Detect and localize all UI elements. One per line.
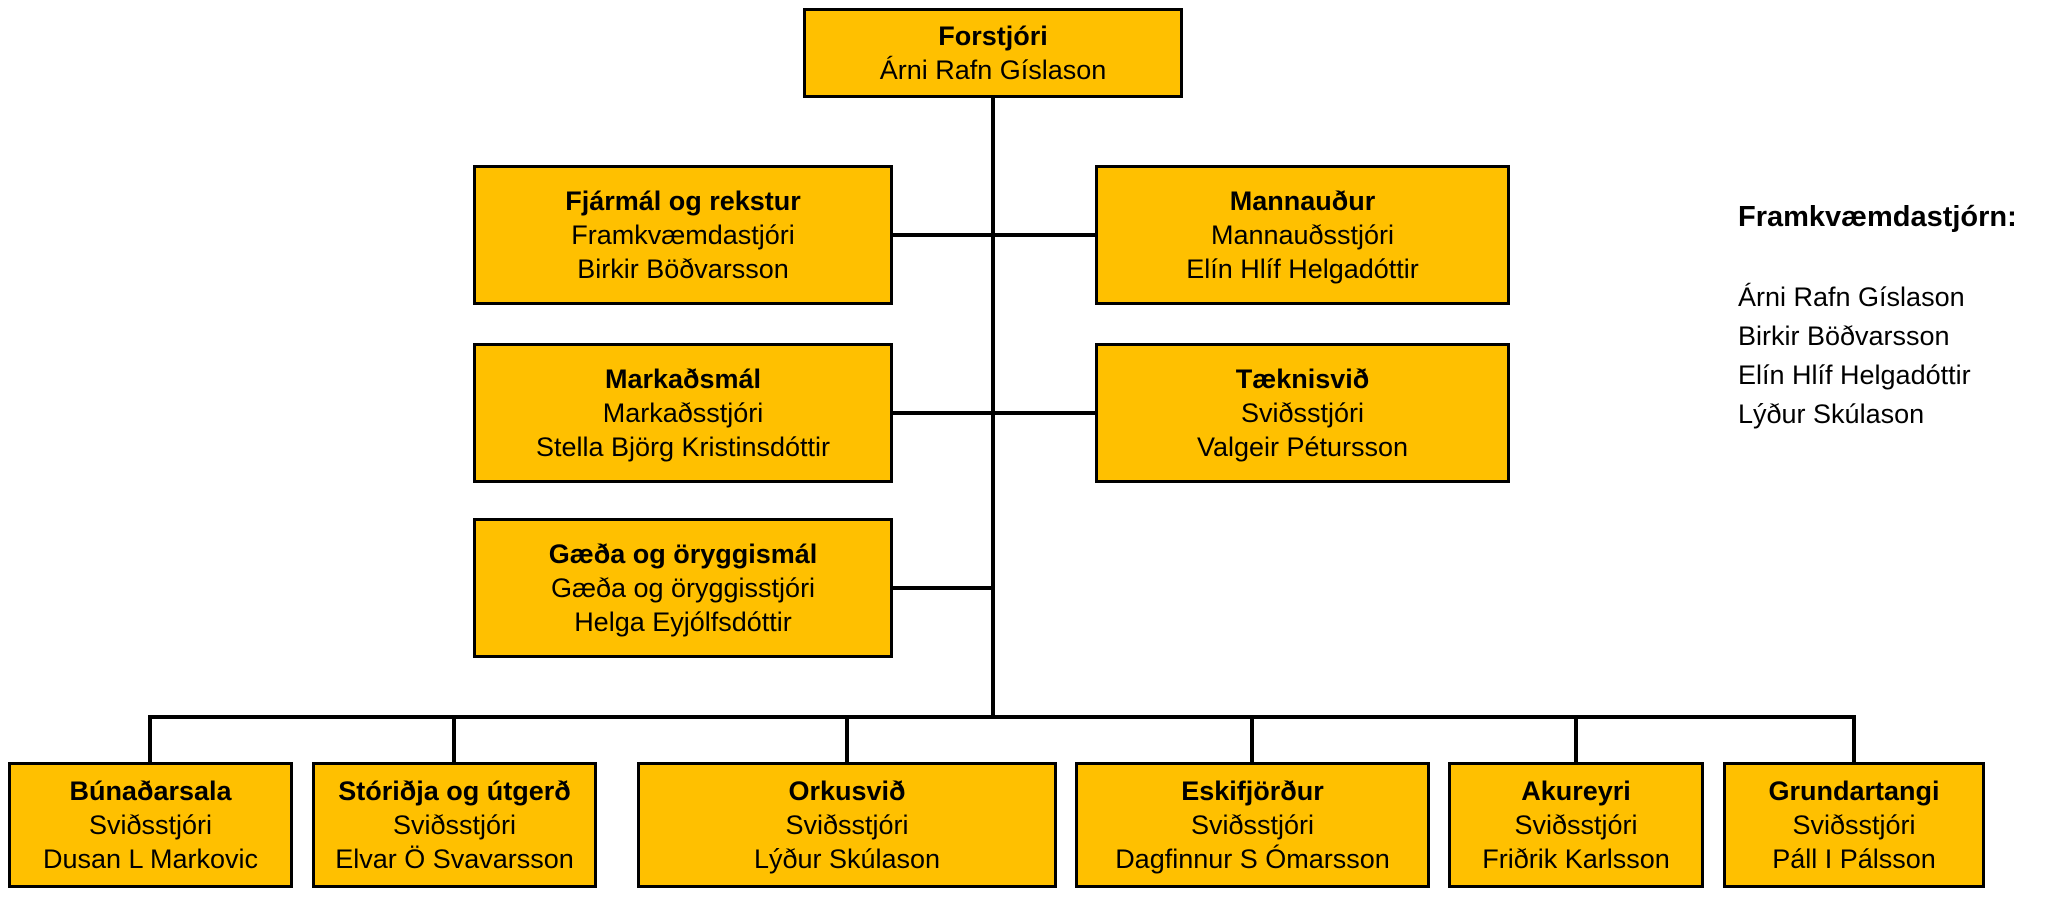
node-role: Framkvæmdastjóri <box>571 220 795 250</box>
node-role: Sviðsstjóri <box>1792 810 1916 840</box>
connector-row1-horizontal <box>893 233 1095 237</box>
node-title: Fjármál og rekstur <box>565 186 801 216</box>
node-forstjori: Forstjóri Árni Rafn Gíslason <box>803 8 1183 98</box>
node-person: Valgeir Pétursson <box>1196 432 1409 462</box>
node-orkusvid: Orkusvið Sviðsstjóri Lýður Skúlason <box>637 762 1057 888</box>
node-title: Grundartangi <box>1768 776 1940 806</box>
node-person: Elvar Ö Svavarsson <box>335 844 574 874</box>
executive-board-member: Birkir Böðvarsson <box>1738 321 1950 351</box>
node-role: Sviðsstjóri <box>1190 810 1315 840</box>
connector-stub-akureyri <box>1574 715 1578 762</box>
node-markadsmal: Markaðsmál Markaðsstjóri Stella Björg Kr… <box>473 343 893 483</box>
node-grundartangi: Grundartangi Sviðsstjóri Páll I Pálsson <box>1723 762 1985 888</box>
node-title: Orkusvið <box>788 776 906 806</box>
node-person: Birkir Böðvarsson <box>577 254 789 284</box>
node-title: Búnaðarsala <box>69 776 232 806</box>
executive-board-member: Árni Rafn Gíslason <box>1738 282 1965 312</box>
node-title: Akureyri <box>1521 776 1631 806</box>
node-storidja-og-utgerd: Stóriðja og útgerð Sviðsstjóri Elvar Ö S… <box>312 762 597 888</box>
node-person: Friðrik Karlsson <box>1482 844 1670 874</box>
node-title: Eskifjörður <box>1181 776 1324 806</box>
node-fjarmal-og-rekstur: Fjármál og rekstur Framkvæmdastjóri Birk… <box>473 165 893 305</box>
connector-stub-storidja <box>452 715 456 762</box>
node-bunadarsala: Búnaðarsala Sviðsstjóri Dusan L Markovic <box>8 762 293 888</box>
executive-board-heading: Framkvæmdastjórn: <box>1738 201 2017 233</box>
node-title: Gæða og öryggismál <box>548 539 818 569</box>
node-person: Helga Eyjólfsdóttir <box>574 607 792 637</box>
connector-row3-horizontal <box>893 586 993 590</box>
node-role: Sviðsstjóri <box>88 810 213 840</box>
node-person: Lýður Skúlason <box>753 844 941 874</box>
node-title: Markaðsmál <box>604 364 762 394</box>
node-taeknisvid: Tæknisvið Sviðsstjóri Valgeir Pétursson <box>1095 343 1510 483</box>
node-mannaudur: Mannauður Mannauðsstjóri Elín Hlíf Helga… <box>1095 165 1510 305</box>
node-title: Tæknisvið <box>1235 364 1370 394</box>
node-person: Dagfinnur S Ómarsson <box>1115 844 1390 874</box>
executive-board-panel: Framkvæmdastjórn: Árni Rafn Gíslason Bir… <box>1738 200 2044 434</box>
executive-board-member: Lýður Skúlason <box>1738 399 1925 429</box>
node-role: Sviðsstjóri <box>392 810 517 840</box>
node-eskifjordur: Eskifjörður Sviðsstjóri Dagfinnur S Ómar… <box>1075 762 1430 888</box>
node-role: Mannauðsstjóri <box>1210 220 1395 250</box>
connector-bottom-horizontal <box>148 715 1856 719</box>
node-title: Forstjóri <box>938 21 1048 51</box>
node-akureyri: Akureyri Sviðsstjóri Friðrik Karlsson <box>1448 762 1704 888</box>
connector-stub-grundartangi <box>1852 715 1856 762</box>
node-role: Sviðsstjóri <box>785 810 909 840</box>
connector-stub-orkusvid <box>845 715 849 762</box>
node-role: Gæða og öryggisstjóri <box>550 573 816 603</box>
node-person: Dusan L Markovic <box>42 844 259 874</box>
node-role: Markaðsstjóri <box>602 398 764 428</box>
node-role: Sviðsstjóri <box>1240 398 1365 428</box>
node-person: Árni Rafn Gíslason <box>879 55 1107 85</box>
connector-trunk <box>991 98 995 719</box>
node-person: Stella Björg Kristinsdóttir <box>535 432 831 462</box>
node-title: Mannauður <box>1229 186 1376 216</box>
connector-stub-eskifjordur <box>1250 715 1254 762</box>
connector-row2-horizontal <box>893 411 1095 415</box>
executive-board-member: Elín Hlíf Helgadóttir <box>1738 360 1971 390</box>
connector-stub-bunadarsala <box>148 715 152 762</box>
node-gaeda-og-oryggismal: Gæða og öryggismál Gæða og öryggisstjóri… <box>473 518 893 658</box>
node-person: Páll I Pálsson <box>1772 844 1936 874</box>
node-person: Elín Hlíf Helgadóttir <box>1186 254 1419 284</box>
node-role: Sviðsstjóri <box>1514 810 1638 840</box>
node-title: Stóriðja og útgerð <box>338 776 571 806</box>
